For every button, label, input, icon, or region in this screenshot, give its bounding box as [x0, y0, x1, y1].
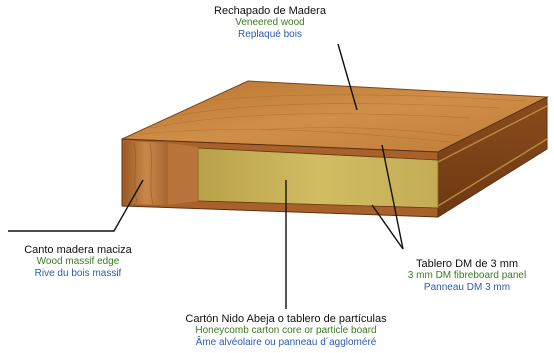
label-board-fr: Panneau DM 3 mm: [423, 282, 511, 293]
label-edge-es: Canto madera maciza: [24, 244, 132, 256]
label-veneer-en: Veneered wood: [235, 17, 305, 28]
leader-lines: [8, 43, 404, 309]
label-edge: Canto madera maciza Wood massif edge Riv…: [8, 244, 148, 280]
edge-tongue: [168, 143, 198, 205]
leader-board-bottom: [371, 204, 404, 250]
label-core-es: Cartón Nido Abeja o tablero de partícula…: [185, 313, 387, 325]
label-core-fr: Âme alvéolaire ou panneau d´aggloméré: [195, 337, 377, 348]
label-edge-en: Wood massif edge: [36, 256, 120, 267]
wood-grain: [139, 94, 526, 143]
label-core: Cartón Nido Abeja o tablero de partícula…: [166, 313, 406, 349]
leader-edge: [8, 179, 144, 232]
label-veneer: Rechapado de Madera Veneered wood Replaq…: [190, 5, 350, 41]
label-edge-fr: Rive du bois massif: [34, 268, 122, 279]
label-board: Tablero DM de 3 mm 3 mm DM fibreboard pa…: [392, 258, 542, 294]
leader-veneer: [337, 43, 358, 111]
edge-grain: [133, 142, 154, 205]
mdf-layers: [197, 147, 439, 209]
leader-board-top: [381, 144, 404, 250]
label-veneer-es: Rechapado de Madera: [214, 5, 326, 17]
label-board-es: Tablero DM de 3 mm: [415, 258, 519, 270]
label-core-en: Honeycomb carton core or particle board: [195, 325, 377, 336]
right-face-layers: [437, 105, 548, 207]
label-board-en: 3 mm DM fibreboard panel: [407, 270, 527, 281]
solid-wood-edge: [124, 141, 168, 205]
label-veneer-fr: Replaqué bois: [238, 29, 302, 40]
